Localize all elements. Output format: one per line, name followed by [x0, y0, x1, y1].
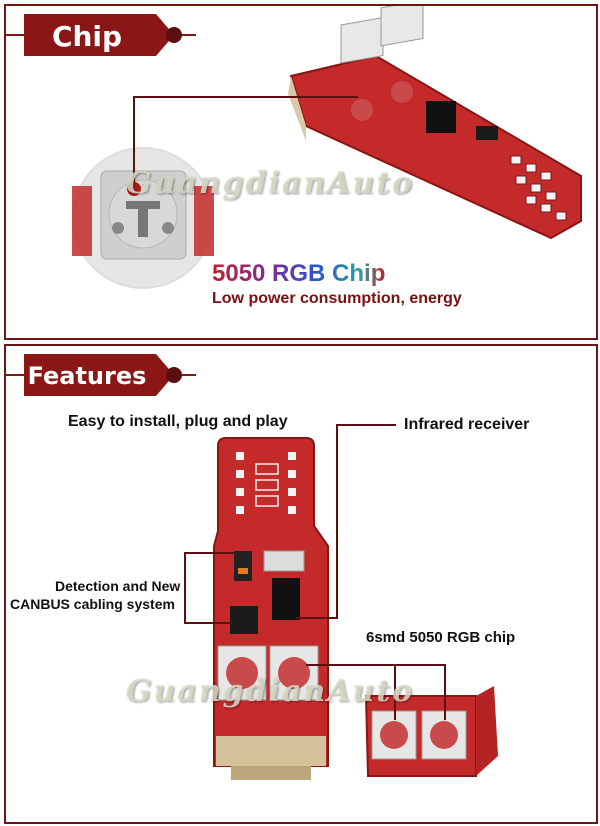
chip-banner: Chip	[6, 14, 196, 56]
label-detection-line1: Detection and New	[55, 578, 181, 594]
detection-callout-bottom	[184, 622, 232, 624]
smd-callout-right	[444, 664, 446, 720]
infrared-callout-end	[296, 617, 338, 619]
detection-callout-top	[184, 552, 234, 554]
banner-dot-icon	[166, 27, 182, 43]
chip-callout-dot-icon	[127, 182, 141, 196]
chip-callout-vertical	[133, 96, 135, 186]
chip-panel: Chip GuangdianAuto 5050 RGB Chip	[4, 4, 598, 340]
label-smd: 6smd 5050 RGB chip	[366, 629, 516, 646]
features-watermark: GuangdianAuto	[126, 674, 415, 709]
banner-dot-icon	[166, 367, 182, 383]
chip-banner-title: Chip	[51, 20, 123, 53]
label-install: Easy to install, plug and play	[68, 413, 288, 430]
smd-callout-horizontal	[306, 664, 446, 666]
chip-watermark: GuangdianAuto	[126, 166, 415, 201]
chip-title: 5050 RGB Chip	[212, 260, 386, 287]
infrared-callout-vertical	[336, 424, 338, 619]
banner-tag: Chip	[24, 14, 174, 56]
smd-callout-left	[394, 664, 396, 720]
features-panel: Features Easy to install, plug and play …	[4, 344, 598, 824]
chip-callout-horizontal	[133, 96, 358, 98]
chip-product-image	[72, 6, 582, 289]
infrared-callout-horizontal	[336, 424, 396, 426]
features-product-image	[213, 437, 498, 780]
label-infrared: Infrared receiver	[404, 416, 530, 433]
features-banner: Features	[6, 354, 196, 396]
banner-tag: Features	[24, 354, 174, 396]
label-detection-line2: CANBUS cabling system	[10, 596, 175, 612]
detection-callout-vertical	[184, 552, 186, 622]
chip-subtitle: Low power consumption, energy	[212, 290, 462, 307]
features-banner-title: Features	[27, 362, 147, 390]
